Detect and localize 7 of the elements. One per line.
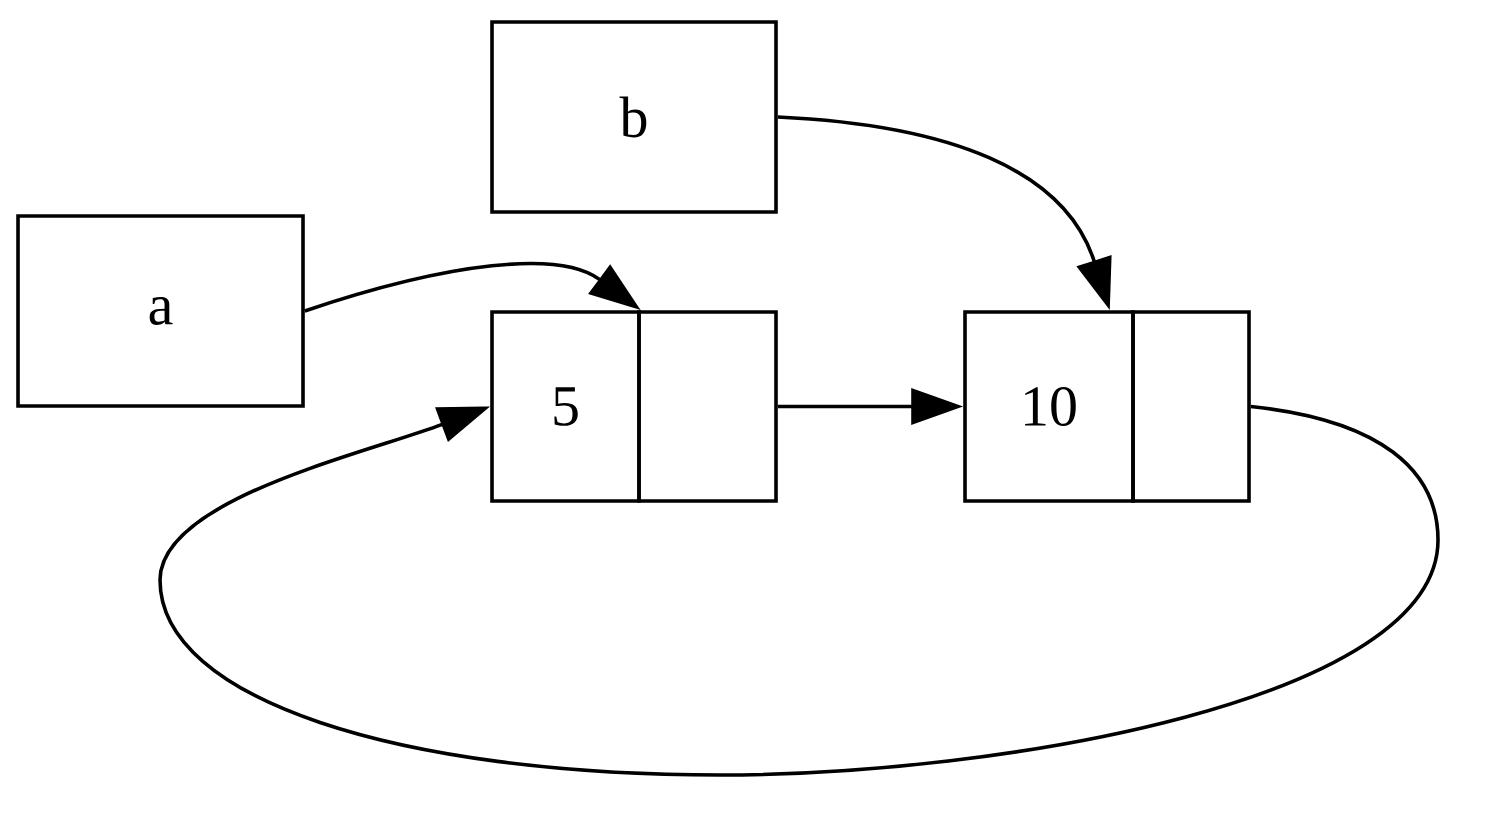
- variable-box: b: [490, 20, 778, 214]
- arrow: [158, 404, 1440, 777]
- record-cell: 5: [490, 310, 641, 503]
- variable-box: a: [16, 214, 305, 408]
- pointer-cell: [1131, 310, 1251, 503]
- pointer-cell: [637, 310, 778, 503]
- record-cell: 10: [963, 310, 1135, 503]
